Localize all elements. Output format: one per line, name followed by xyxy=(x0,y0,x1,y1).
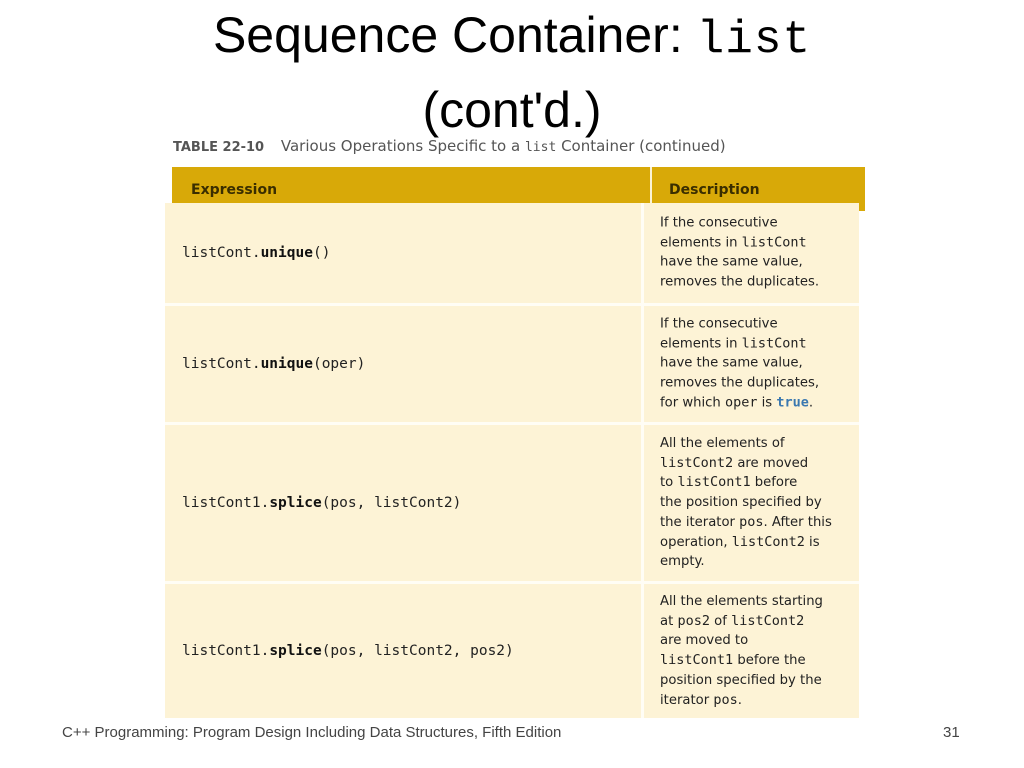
description-text: If the consecutive elements in listCont … xyxy=(660,215,820,290)
expression-text: listCont1.splice(pos, listCont2, pos2) xyxy=(182,643,514,659)
footer-book-title: C++ Programming: Program Design Includin… xyxy=(62,724,562,741)
description-cell: If the consecutive elements in listCont … xyxy=(644,203,859,303)
slide-title: Sequence Container: list (cont'd.) xyxy=(0,0,1024,145)
slide-title-line2: (cont'd.) xyxy=(422,82,602,138)
table-row: listCont.unique() If the consecutive ele… xyxy=(165,203,859,303)
description-text: All the elements starting at pos2 of lis… xyxy=(660,593,823,708)
table-row: listCont.unique(oper) If the consecutive… xyxy=(165,306,859,422)
expression-text: listCont.unique() xyxy=(182,245,331,261)
table-body: listCont.unique() If the consecutive ele… xyxy=(165,203,859,718)
expression-cell: listCont1.splice(pos, listCont2, pos2) xyxy=(165,584,641,718)
table-caption: TABLE 22-10 Various Operations Specific … xyxy=(173,137,726,155)
footer-page-number: 31 xyxy=(943,724,960,741)
table-caption-mono: list xyxy=(524,140,557,155)
expression-cell: listCont.unique() xyxy=(165,203,641,303)
table-caption-pre: Various Operations Specific to a xyxy=(280,137,521,155)
expression-text: listCont1.splice(pos, listCont2) xyxy=(182,495,462,511)
slide-title-mono: list xyxy=(696,14,812,66)
header-description: Description xyxy=(669,182,760,198)
table-row: listCont1.splice(pos, listCont2) All the… xyxy=(165,425,859,581)
slide-title-main: Sequence Container: xyxy=(212,7,683,63)
expression-cell: listCont1.splice(pos, listCont2) xyxy=(165,425,641,581)
table-row: listCont1.splice(pos, listCont2, pos2) A… xyxy=(165,584,859,718)
expression-text: listCont.unique(oper) xyxy=(182,356,366,372)
table-caption-number: TABLE 22-10 xyxy=(173,140,265,155)
description-text: All the elements of listCont2 are moved … xyxy=(660,436,832,570)
description-cell: All the elements starting at pos2 of lis… xyxy=(644,584,859,718)
description-cell: All the elements of listCont2 are moved … xyxy=(644,425,859,581)
expression-cell: listCont.unique(oper) xyxy=(165,306,641,422)
header-expression: Expression xyxy=(191,182,278,198)
header-divider xyxy=(650,167,652,211)
description-cell: If the consecutive elements in listCont … xyxy=(644,306,859,422)
table-caption-post: Container (continued) xyxy=(561,137,726,155)
description-text: If the consecutive elements in listCont … xyxy=(660,316,820,411)
